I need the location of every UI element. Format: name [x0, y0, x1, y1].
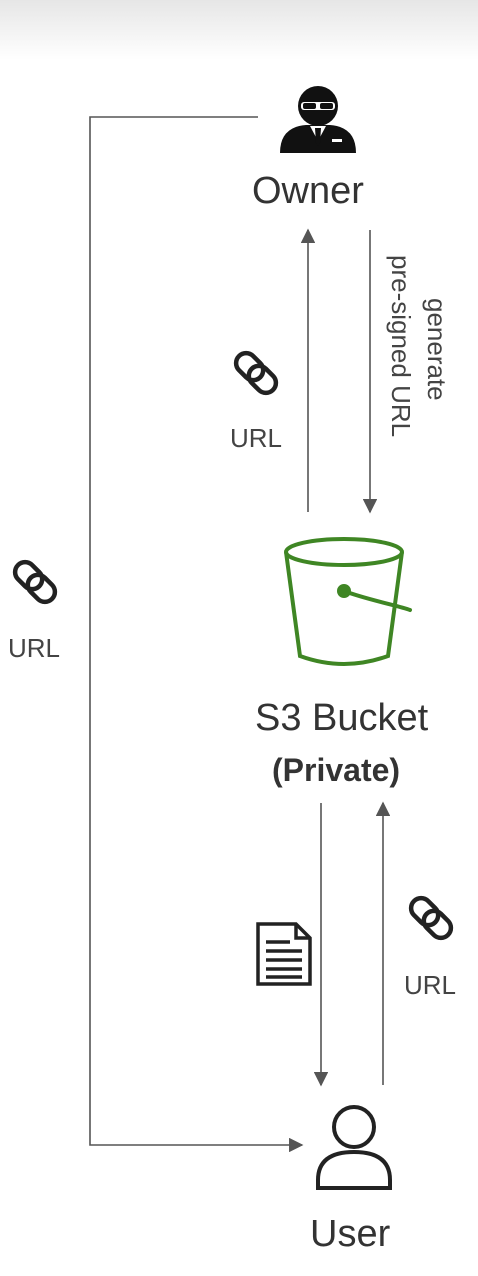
- owner-label: Owner: [252, 170, 364, 212]
- url-label-left: URL: [8, 633, 61, 663]
- generate-label: generate: [422, 298, 452, 401]
- url-label-user: URL: [404, 970, 457, 1000]
- document-icon: [256, 922, 312, 986]
- s3-bucket-icon: [284, 537, 412, 666]
- top-shadow: [0, 0, 478, 60]
- user-label: User: [310, 1213, 391, 1255]
- bucket-label: S3 Bucket: [255, 697, 429, 739]
- bucket-private-label: (Private): [272, 752, 401, 788]
- user-icon: [316, 1105, 392, 1190]
- link-icon-user-url: [407, 894, 455, 942]
- pre-signed-url-label: pre-signed URL: [386, 255, 416, 438]
- url-label-owner: URL: [230, 423, 283, 453]
- link-icon-left-url: [11, 558, 59, 606]
- owner-to-user-url-line: [89, 116, 304, 1153]
- owner-agent-icon: [280, 86, 356, 153]
- link-icon-owner-url: [232, 349, 280, 397]
